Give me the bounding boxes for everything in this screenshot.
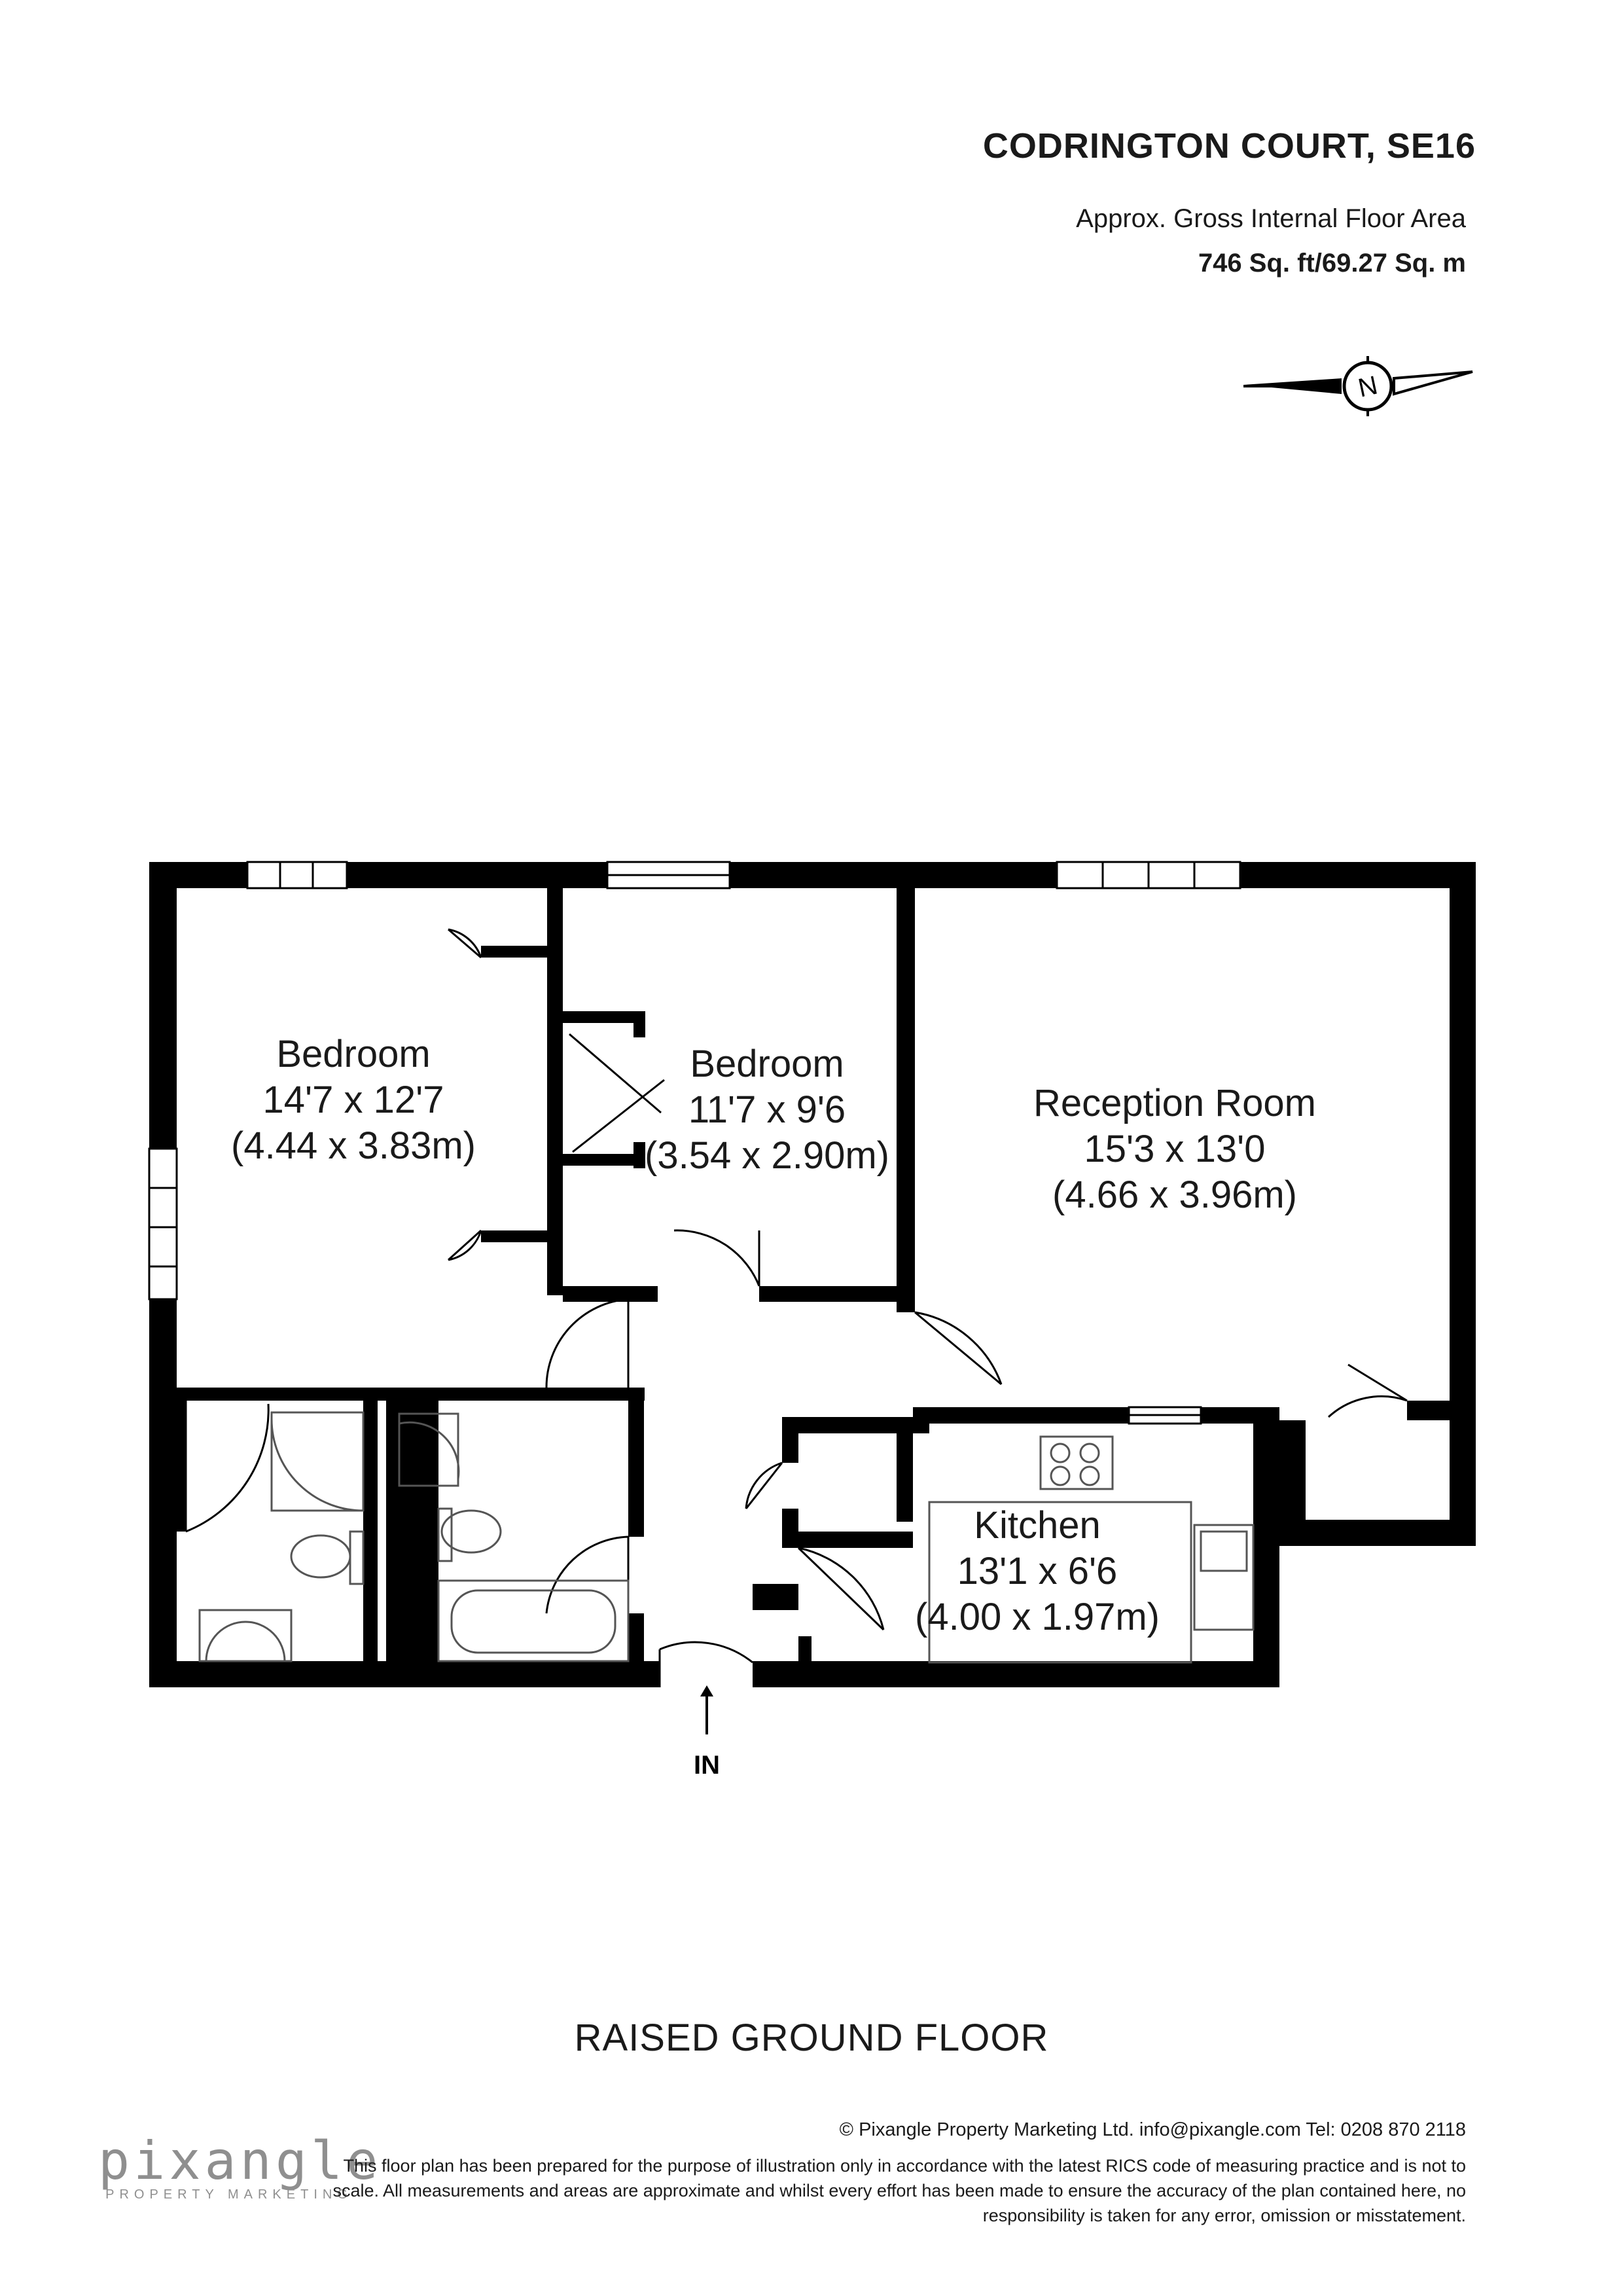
room-name: Bedroom: [276, 1033, 430, 1075]
property-title: CODRINGTON COURT, SE16: [982, 126, 1476, 166]
room-size-metric: (4.44 x 3.83m): [231, 1124, 476, 1167]
room-bedroom-2: Bedroom 11'7 x 9'6 (3.54 x 2.90m): [645, 1043, 889, 1177]
copyright-line: © Pixangle Property Marketing Ltd. info@…: [839, 2119, 1466, 2140]
logo-name: pixangle: [98, 2130, 382, 2191]
compass-label: N: [1356, 370, 1380, 403]
logo-tagline: PROPERTY MARKETING: [105, 2187, 353, 2202]
worktop: [928, 1501, 1192, 1664]
room-reception: Reception Room 15'3 x 13'0 (4.66 x 3.96m…: [1033, 1082, 1316, 1216]
windows: [148, 861, 1241, 1425]
toilet-icon-2: [437, 1507, 502, 1562]
entrance-label: IN: [694, 1751, 720, 1780]
room-size-metric: (4.66 x 3.96m): [1052, 1174, 1297, 1216]
toilet-icon: [290, 1530, 365, 1585]
doors: [185, 928, 1408, 1687]
basin-icon-2: [398, 1412, 460, 1487]
area-value: 746 Sq. ft/69.27 Sq. m: [1198, 249, 1466, 278]
hob-icon: [1039, 1435, 1114, 1490]
entrance-arrow-icon: [700, 1685, 713, 1734]
pixangle-logo: pixangle PROPERTY MARKETING: [98, 2130, 382, 2202]
walls: [149, 862, 1476, 1687]
disclaimer: This floor plan has been prepared for th…: [332, 2156, 1466, 2225]
room-kitchen: Kitchen 13'1 x 6'6 (4.00 x 1.97m): [915, 1504, 1160, 1638]
room-size-metric: (4.00 x 1.97m): [915, 1596, 1160, 1638]
sink-icon: [1193, 1524, 1255, 1631]
compass-icon: N: [1243, 356, 1473, 416]
room-name: Reception Room: [1033, 1082, 1316, 1124]
room-size-imperial: 11'7 x 9'6: [688, 1088, 846, 1131]
room-name: Kitchen: [974, 1504, 1100, 1547]
room-size-metric: (3.54 x 2.90m): [645, 1134, 889, 1177]
room-size-imperial: 13'1 x 6'6: [957, 1550, 1118, 1592]
area-subtitle: Approx. Gross Internal Floor Area: [1076, 204, 1466, 233]
room-size-imperial: 15'3 x 13'0: [1084, 1128, 1266, 1170]
floor-label: RAISED GROUND FLOOR: [574, 2017, 1049, 2059]
bath-icon: [437, 1579, 630, 1662]
room-bedroom-1: Bedroom 14'7 x 12'7 (4.44 x 3.83m): [231, 1033, 476, 1167]
room-name: Bedroom: [690, 1043, 844, 1085]
shower-icon: [270, 1411, 365, 1512]
basin-icon: [198, 1609, 293, 1662]
fixtures: [198, 1411, 1255, 1664]
room-size-imperial: 14'7 x 12'7: [263, 1079, 444, 1121]
